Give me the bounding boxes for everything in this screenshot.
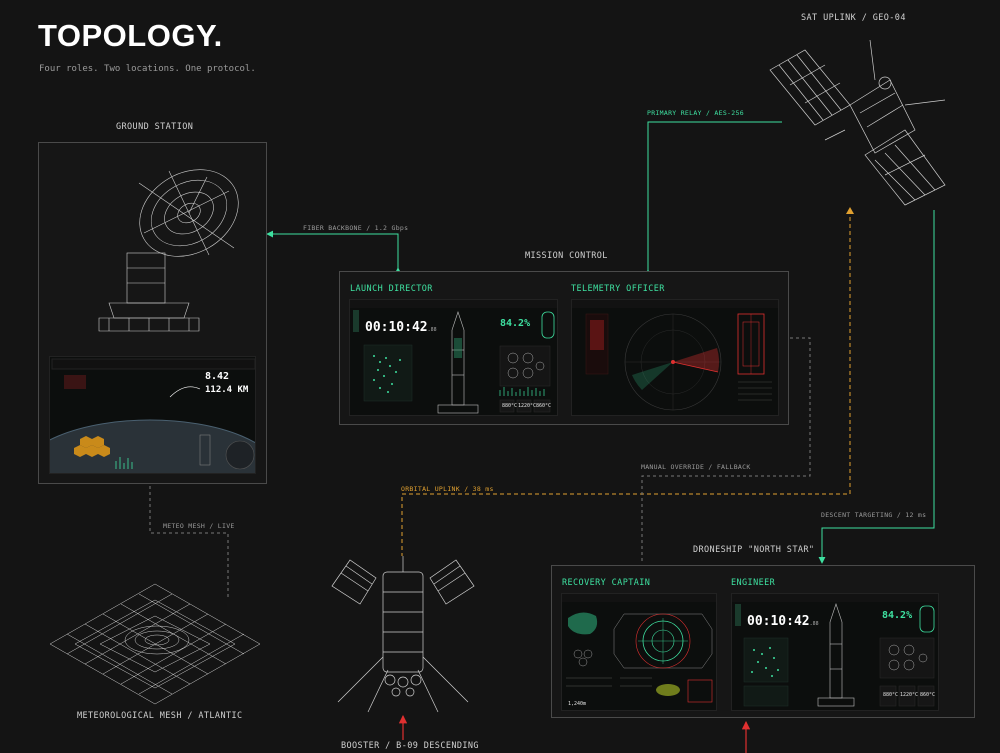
satellite-icon (769, 39, 946, 206)
hex-mesh-icon (49, 583, 261, 705)
engineer-screen: 00:10:42.88 84.2% (731, 593, 939, 711)
ground-station-frame: 8.42 112.4 KM (38, 142, 267, 484)
engineer-clock-readout: 00:10:42.88 (747, 614, 819, 629)
primary-relay-line (644, 121, 782, 277)
satellite-dish-icon (98, 169, 239, 332)
fiber-link-line (266, 230, 402, 275)
launch-clock-readout: 00:10:42.88 (365, 320, 437, 335)
engineer-rocket-icon (732, 594, 938, 707)
temp-a-readout: 880°C (502, 403, 518, 409)
manual-override-label: MANUAL OVERRIDE / FALLBACK (638, 463, 754, 471)
primary-relay-label: PRIMARY RELAY / AES-256 (644, 109, 747, 117)
orbital-uplink-label: ORBITAL UPLINK / 38 ms (398, 485, 497, 493)
telemetry-officer-label: TELEMETRY OFFICER (571, 284, 665, 294)
orbital-uplink-line (401, 210, 851, 556)
earth-horizon (50, 358, 255, 473)
mission-control-label: MISSION CONTROL (525, 251, 608, 261)
engineer-fuel-readout: 84.2% (882, 610, 913, 621)
ground-station-screen: 8.42 112.4 KM (49, 356, 256, 474)
mission-control-frame: LAUNCH DIRECTOR TELEMETRY OFFICER 00:10:… (339, 271, 789, 425)
telemetry-officer-screen (571, 299, 779, 416)
recovery-captain-screen: 1,240m (561, 593, 717, 711)
booster-label: BOOSTER / B-09 DESCENDING (341, 741, 479, 751)
engineer-temp-c-readout: 860°C (920, 692, 936, 698)
engineer-label: ENGINEER (731, 578, 776, 588)
ground-distance-readout: 112.4 KM (205, 385, 249, 395)
launch-fuel-readout: 84.2% (500, 318, 531, 329)
engineer-temp-b-readout: 1220°C (900, 692, 919, 698)
manual-override-line (641, 337, 811, 563)
engineer-temp-a-readout: 880°C (883, 692, 899, 698)
booster-icon (331, 556, 475, 713)
droneship-frame: RECOVERY CAPTAIN ENGINEER 1,240m (551, 565, 975, 718)
recovery-captain-label: RECOVERY CAPTAIN (562, 578, 651, 588)
ground-value-readout: 8.42 (205, 371, 230, 382)
meteo-mesh-line (149, 486, 229, 600)
fiber-link-label: FIBER BACKBONE / 1.2 Gbps (300, 224, 412, 232)
temp-c-readout: 860°C (536, 403, 552, 409)
rocket-icon (350, 300, 557, 414)
page-title: TOPOLOGY. (38, 18, 223, 53)
meteo-mesh-label: METEO MESH / LIVE (160, 522, 238, 530)
sat-uplink-label: SAT UPLINK / GEO-04 (801, 13, 906, 23)
temp-b-readout: 1220°C (518, 403, 537, 409)
recovery-altitude-readout: 1,240m (568, 701, 587, 707)
radar-icon (572, 300, 778, 411)
landing-target-icon (562, 594, 716, 703)
descent-targeting-line (818, 210, 935, 564)
page-subtitle: Four roles. Two locations. One protocol. (39, 64, 256, 74)
descent-targeting-label: DESCENT TARGETING / 12 ms (818, 511, 930, 519)
droneship-label: DRONESHIP "NORTH STAR" (693, 545, 815, 555)
ground-station-label: GROUND STATION (116, 122, 194, 132)
launch-director-screen: 00:10:42.88 84.2% (349, 299, 558, 416)
mesh-label: METEOROLOGICAL MESH / ATLANTIC (77, 711, 243, 721)
launch-director-label: LAUNCH DIRECTOR (350, 284, 433, 294)
